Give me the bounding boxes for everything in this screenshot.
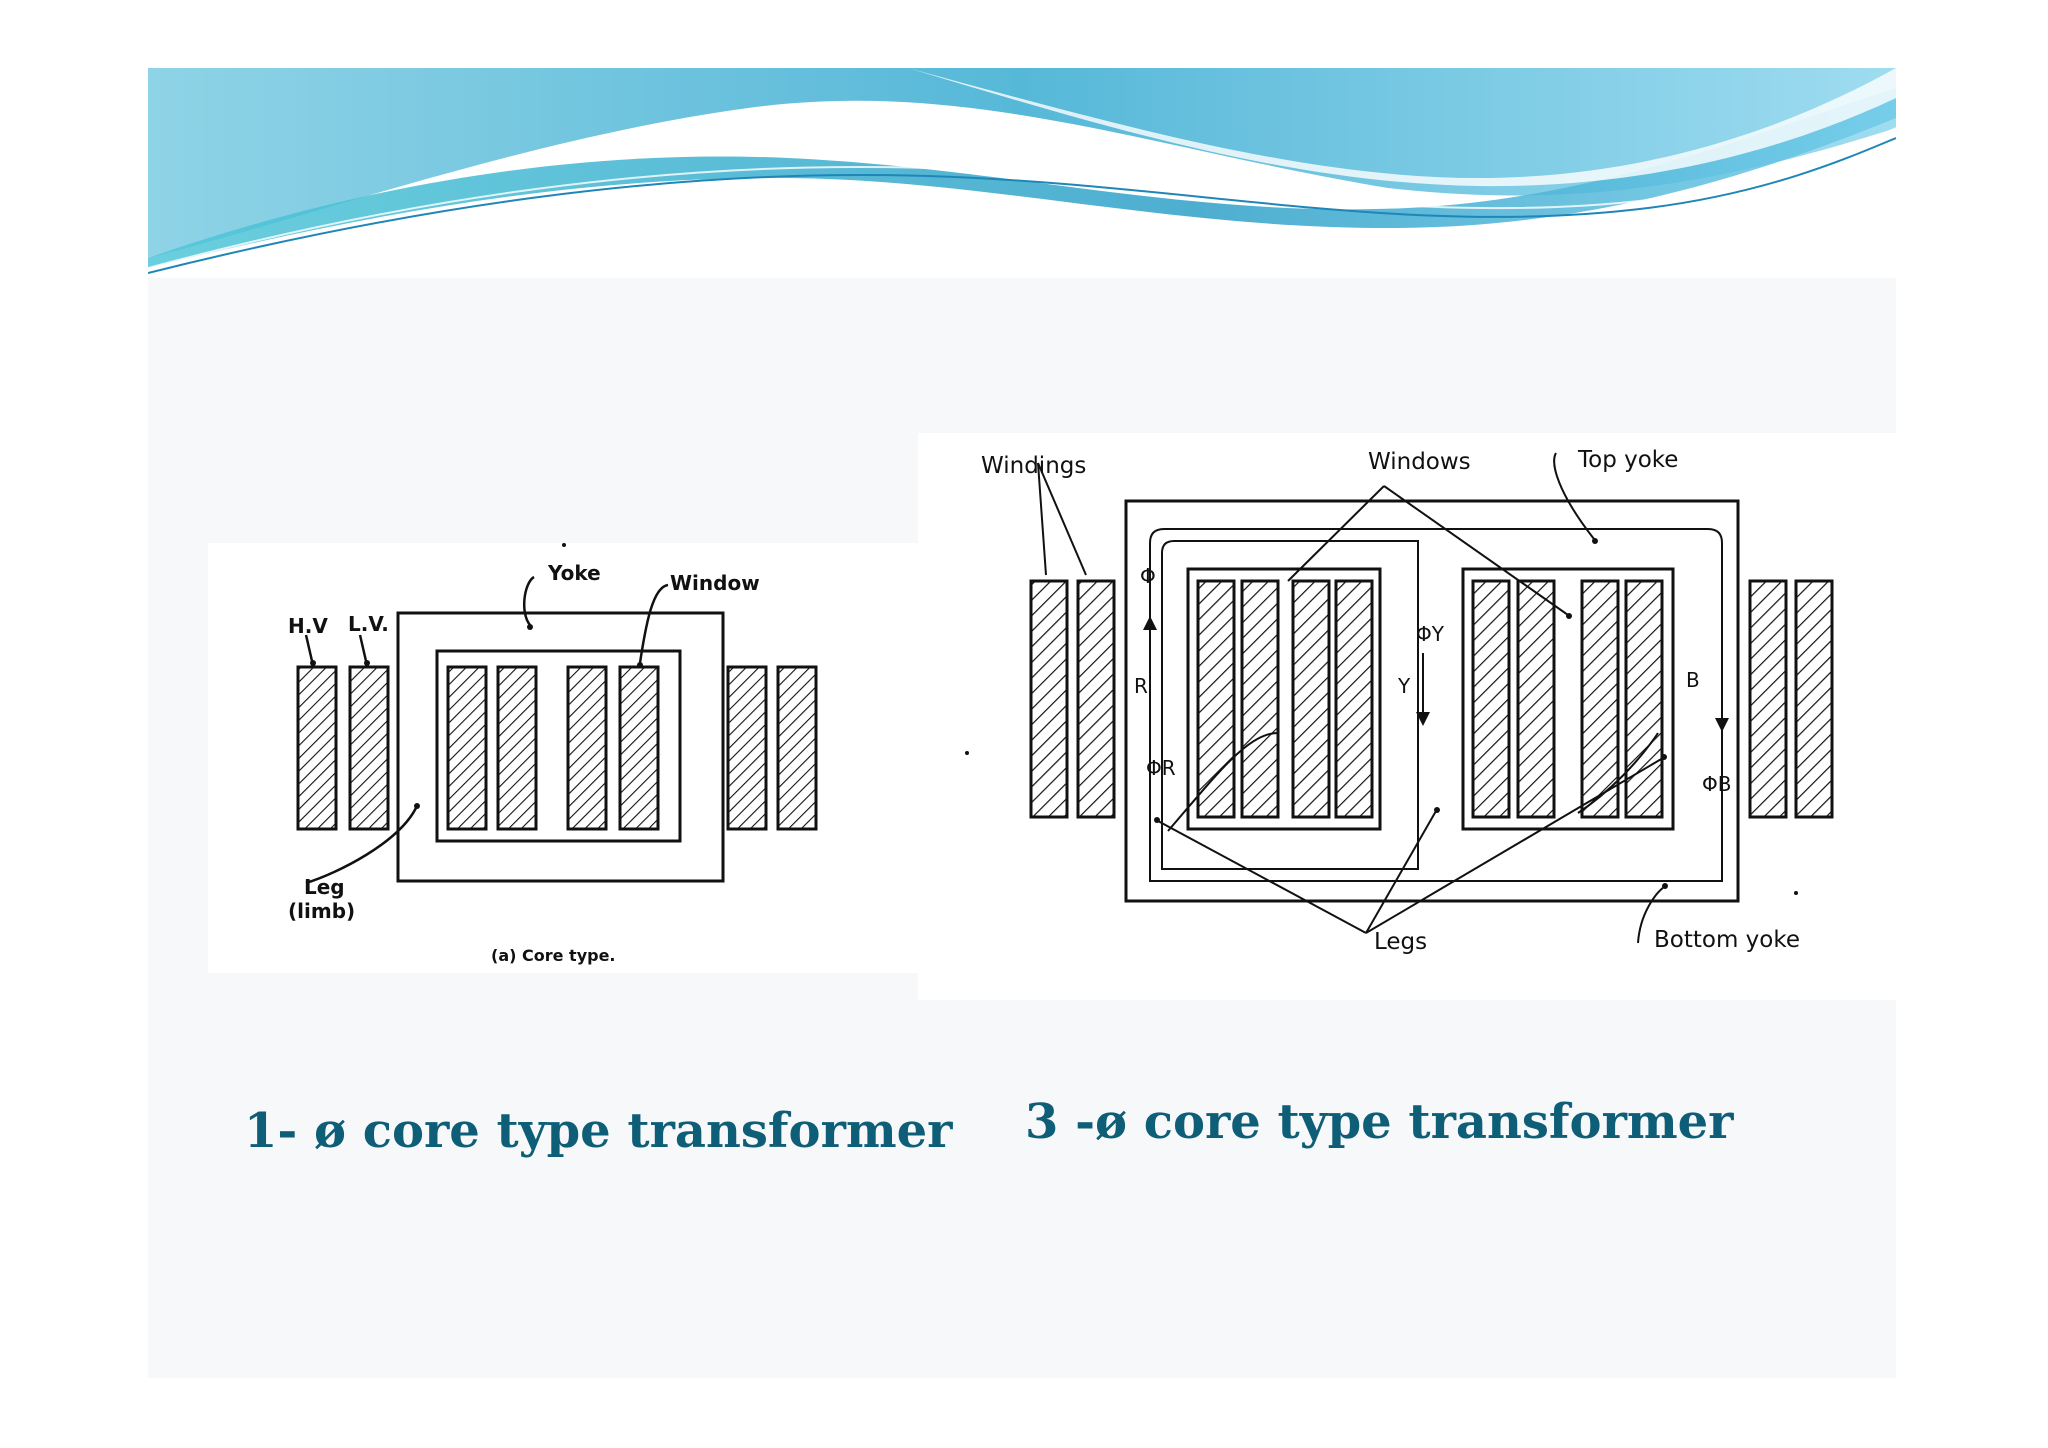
- lv-winding-right: [726, 665, 768, 831]
- label-flux-y: ΦY: [1416, 622, 1445, 646]
- three-phase-diagram-panel: Windings Windows Top yoke Bottom yoke Le…: [918, 433, 1896, 1000]
- lv-winding-left: [348, 665, 390, 831]
- label-windings: Windings: [981, 453, 1086, 479]
- core-window: [435, 649, 682, 843]
- core-outline: [1124, 499, 1740, 903]
- label-flux-top: Φ: [1140, 564, 1156, 588]
- inner-winding-2: [496, 665, 538, 831]
- winding-y-3: [1471, 579, 1511, 819]
- winding-y-2: [1334, 579, 1374, 819]
- label-windows: Windows: [1368, 449, 1471, 475]
- label-phase-b: B: [1686, 668, 1700, 692]
- label-yoke: Yoke: [547, 561, 601, 585]
- inner-winding-4: [618, 665, 660, 831]
- single-phase-core-diagram: H.V L.V. Yoke Window Leg (limb) (a) Core…: [288, 543, 818, 965]
- winding-left-outer: [1029, 579, 1069, 819]
- winding-y-4: [1516, 579, 1556, 819]
- hv-winding-right: [776, 665, 818, 831]
- winding-right-outer: [1794, 579, 1834, 819]
- label-flux-r: ΦR: [1146, 756, 1176, 780]
- label-phase-y: Y: [1397, 674, 1411, 698]
- header-wave-banner: [148, 68, 1896, 278]
- winding-right-inner: [1748, 579, 1788, 819]
- hv-winding-left: [296, 665, 338, 831]
- winding-b-1: [1580, 579, 1620, 819]
- label-phase-r: R: [1134, 674, 1148, 698]
- label-flux-b: ΦB: [1702, 772, 1731, 796]
- window-left: [1186, 567, 1382, 831]
- label-window: Window: [670, 571, 760, 595]
- label-bottom-yoke: Bottom yoke: [1654, 927, 1800, 953]
- winding-y-1: [1291, 579, 1331, 819]
- window-right: [1461, 567, 1675, 831]
- winding-b-2: [1624, 579, 1664, 819]
- winding-left-inner: [1076, 579, 1116, 819]
- core-outline: [396, 611, 725, 883]
- winding-r-2: [1240, 579, 1280, 819]
- label-limb: (limb): [288, 899, 355, 923]
- subcaption-core-type: (a) Core type.: [491, 946, 616, 965]
- winding-r-1: [1196, 579, 1236, 819]
- label-lv: L.V.: [348, 612, 389, 636]
- label-top-yoke: Top yoke: [1577, 447, 1678, 473]
- single-phase-diagram-panel: H.V L.V. Yoke Window Leg (limb) (a) Core…: [208, 543, 918, 973]
- label-hv: H.V: [288, 614, 328, 638]
- caption-single-phase: 1- ø core type transformer: [244, 1103, 953, 1159]
- inner-winding-1: [446, 665, 488, 831]
- caption-three-phase: 3 -ø core type transformer: [1025, 1094, 1734, 1150]
- inner-winding-3: [566, 665, 608, 831]
- three-phase-core-diagram: Windings Windows Top yoke Bottom yoke Le…: [965, 447, 1834, 955]
- label-legs: Legs: [1374, 929, 1427, 955]
- label-leg: Leg: [304, 875, 345, 899]
